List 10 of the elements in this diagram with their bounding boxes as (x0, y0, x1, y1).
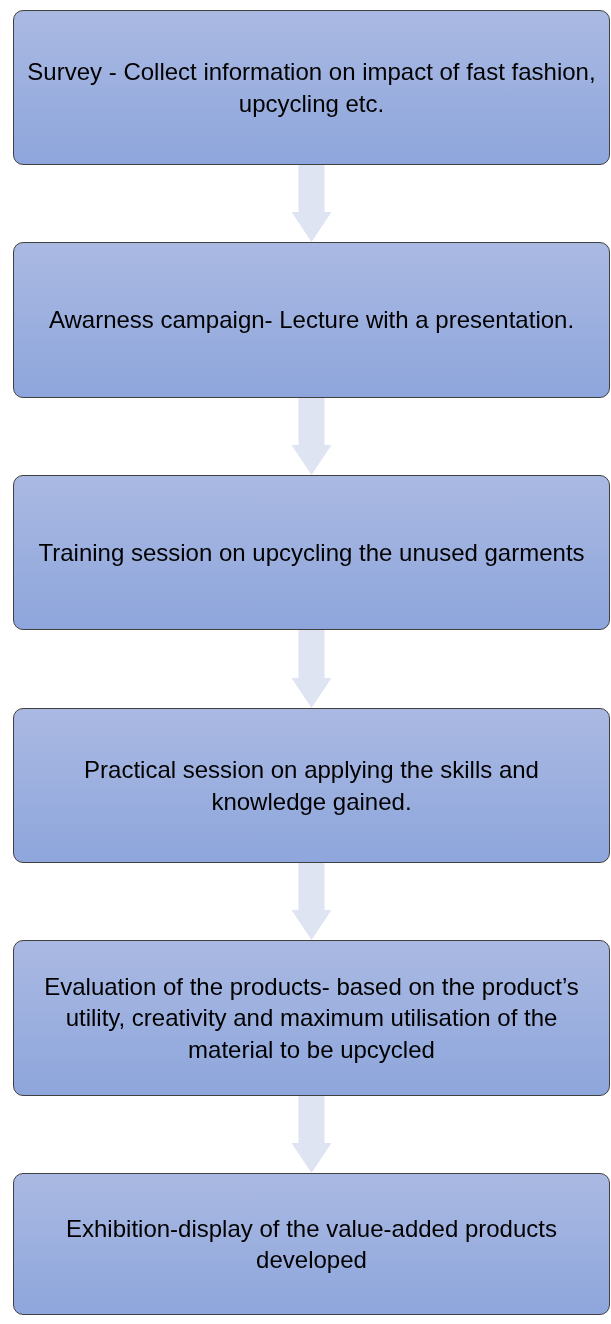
process-box: Awarness campaign- Lecture with a presentation. (13, 242, 610, 398)
arrow (291, 165, 332, 242)
arrow (291, 630, 332, 708)
process-box: Survey - Collect information on impact of fast fashion, upcycling etc. (13, 10, 610, 165)
process-box: Evaluation of the products- based on the product’s utility, creativity and maximum utilisation of the material to be upcycled (13, 940, 610, 1096)
arrow (291, 398, 332, 475)
process-box: Practical session on applying the skills and knowledge gained. (13, 708, 610, 863)
process-box: Exhibition-display of the value-added products developed (13, 1173, 610, 1315)
process-box: Training session on upcycling the unused garments (13, 475, 610, 630)
arrow (291, 863, 332, 940)
